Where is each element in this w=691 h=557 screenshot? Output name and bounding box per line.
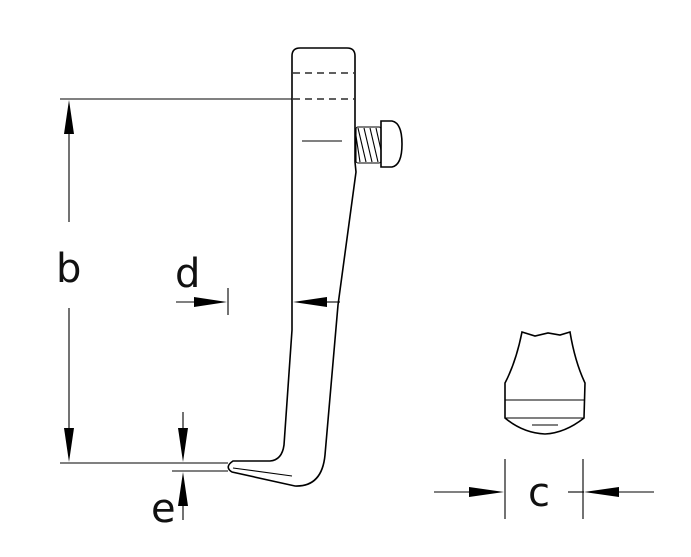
spring-screw: [355, 120, 403, 168]
section-outline: [504, 330, 586, 435]
dimension-e: e: [151, 412, 228, 532]
dimension-c: c: [434, 459, 654, 519]
dimension-label-e: e: [151, 486, 176, 532]
arrowhead-c-left: [584, 487, 619, 497]
arrowhead-c-right: [469, 487, 504, 497]
dimension-label-d: d: [175, 251, 200, 297]
arrowhead-e-up: [178, 472, 188, 506]
dimension-label-c: c: [528, 470, 550, 516]
arrowhead-e-down: [178, 428, 188, 462]
dimension-b: b: [56, 98, 292, 464]
hook-jaw: [227, 47, 357, 487]
arrowhead-d-right: [194, 297, 227, 307]
jaw-cross-section: [504, 330, 586, 435]
arrowhead-d-left: [293, 297, 327, 307]
dimension-d: d: [175, 251, 340, 315]
coil-spring: [355, 126, 382, 164]
arrowhead-b-down: [64, 428, 74, 462]
hook-inner-line: [232, 467, 293, 477]
screw-head: [380, 120, 403, 168]
arrowhead-b-up: [64, 100, 74, 134]
dimension-label-b: b: [56, 246, 81, 292]
jaw-outline: [227, 47, 357, 487]
